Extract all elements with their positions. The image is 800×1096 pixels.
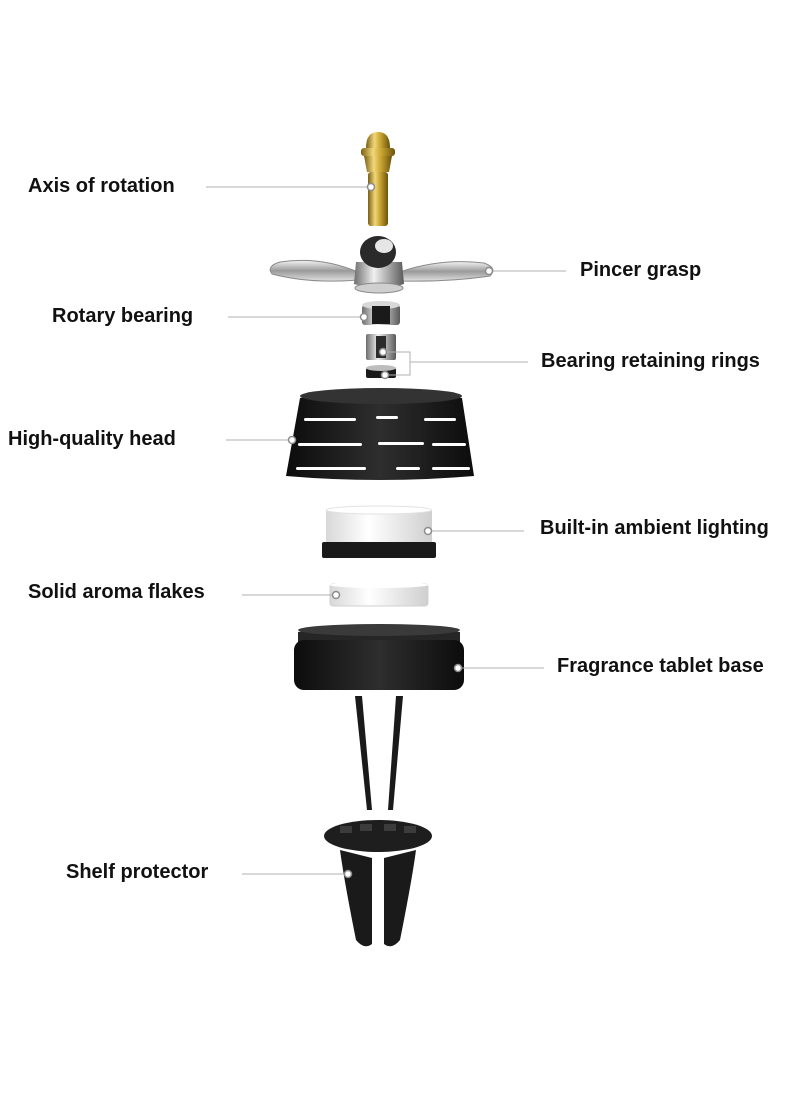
bearing-retaining-rings-part — [366, 334, 396, 378]
pincer-grasp-part — [269, 236, 494, 294]
leader-dots — [287, 182, 494, 879]
axis-of-rotation-part — [361, 132, 395, 226]
shelf-protector-part — [324, 820, 432, 947]
label-axis-of-rotation: Axis of rotation — [28, 175, 175, 197]
label-built-in-ambient-lighting: Built-in ambient lighting — [540, 517, 769, 539]
built-in-ambient-lighting-part — [322, 505, 436, 558]
label-solid-aroma-flakes: Solid aroma flakes — [28, 581, 205, 603]
solid-aroma-flakes-part — [329, 582, 429, 607]
label-high-quality-head: High-quality head — [8, 428, 176, 450]
high-quality-head-part — [286, 388, 474, 480]
label-rotary-bearing: Rotary bearing — [52, 305, 194, 327]
rotary-bearing-part — [362, 301, 400, 325]
label-bearing-retaining-rings: Bearing retaining rings — [541, 350, 760, 372]
label-pincer-grasp: Pincer grasp — [580, 259, 702, 281]
label-fragrance-tablet-base: Fragrance tablet base — [557, 655, 764, 677]
fragrance-tablet-base-part — [294, 624, 464, 810]
leader-lines — [206, 186, 566, 875]
label-shelf-protector: Shelf protector — [66, 861, 209, 883]
